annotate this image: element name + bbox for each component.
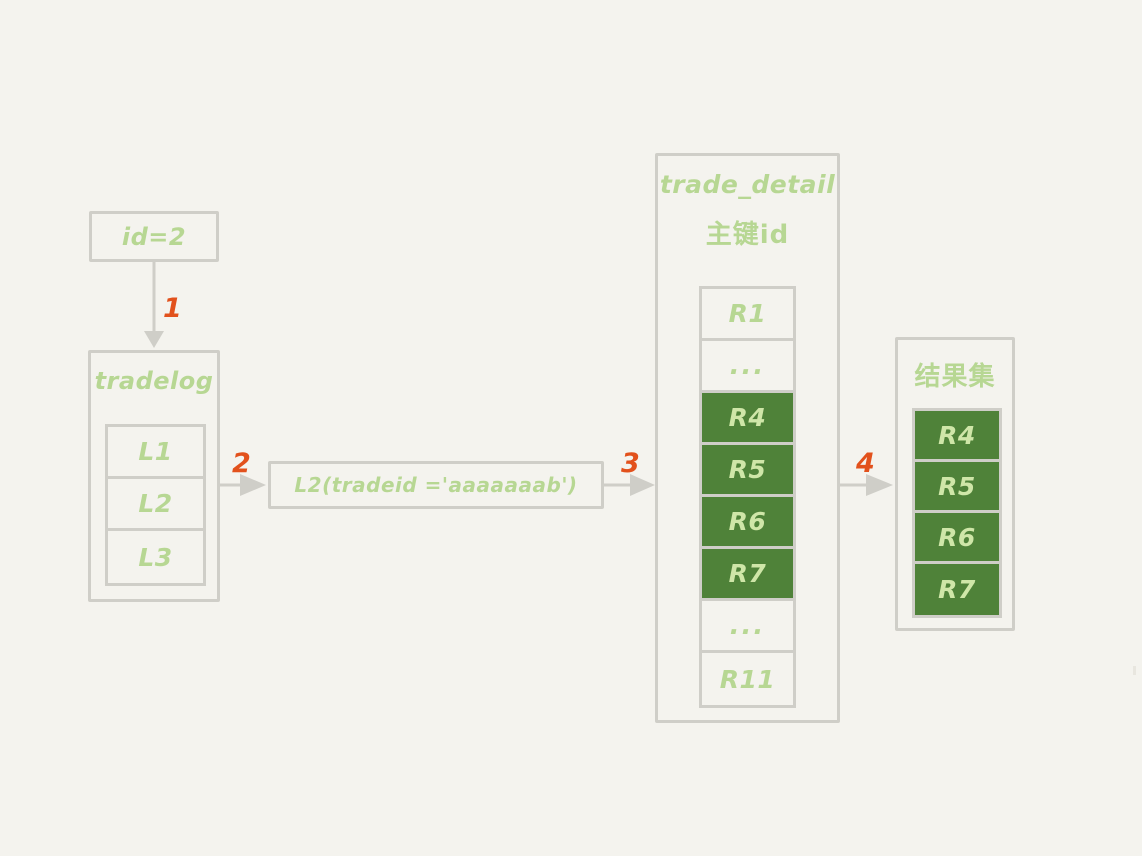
- node-id-filter-label: id=2: [121, 222, 187, 251]
- result-set-row[interactable]: R4: [915, 411, 999, 462]
- trade-detail-row[interactable]: R11: [702, 653, 793, 705]
- tradelog-row[interactable]: L3: [108, 531, 203, 583]
- result-set-row[interactable]: R5: [915, 462, 999, 513]
- stray-mark: [1133, 666, 1136, 675]
- connector-1: [144, 262, 164, 348]
- trade-detail-row-list: R1 ... R4 R5 R6 R7 ... R11: [699, 286, 796, 708]
- trade-detail-row[interactable]: R7: [702, 549, 793, 601]
- node-result-set[interactable]: 结果集 R4 R5 R6 R7: [895, 337, 1015, 631]
- trade-detail-row-label: R11: [719, 664, 776, 694]
- trade-detail-row-label: R4: [728, 403, 767, 432]
- step-marker-3: 3: [621, 448, 640, 479]
- node-tradelog-title: tradelog: [94, 367, 214, 395]
- result-set-row-label: R7: [938, 575, 976, 604]
- tradelog-row-label: L2: [138, 489, 173, 518]
- trade-detail-row-label: R1: [728, 299, 767, 328]
- trade-detail-row[interactable]: R1: [702, 289, 793, 341]
- trade-detail-row-label: R7: [728, 559, 767, 588]
- tradelog-row-label: L1: [138, 437, 173, 466]
- result-set-row[interactable]: R6: [915, 513, 999, 564]
- step-marker-2: 2: [232, 448, 251, 479]
- result-set-row-label: R5: [938, 471, 976, 501]
- tradelog-row-list: L1 L2 L3: [105, 424, 206, 586]
- node-tradelog[interactable]: tradelog L1 L2 L3: [88, 350, 220, 602]
- connector-3: [604, 474, 655, 496]
- trade-detail-row[interactable]: R6: [702, 497, 793, 549]
- node-trade-detail-subtitle: 主键id: [705, 220, 790, 250]
- trade-detail-row[interactable]: R4: [702, 393, 793, 445]
- node-id-filter[interactable]: id=2: [89, 211, 219, 262]
- node-trade-detail-title: trade_detail: [659, 170, 836, 199]
- trade-detail-row-label: ...: [729, 350, 766, 381]
- node-condition[interactable]: L2(tradeid ='aaaaaaab'): [268, 461, 604, 509]
- tradelog-row[interactable]: L2: [108, 479, 203, 531]
- step-marker-4: 4: [856, 448, 875, 479]
- result-set-row-list: R4 R5 R6 R7: [912, 408, 1002, 618]
- connector-4: [840, 474, 893, 496]
- trade-detail-row[interactable]: ...: [702, 601, 793, 653]
- node-trade-detail[interactable]: trade_detail 主键id R1 ... R4 R5 R6 R7 ...…: [655, 153, 840, 723]
- trade-detail-row-label: R6: [728, 507, 767, 536]
- connector-2: [220, 474, 266, 496]
- trade-detail-row[interactable]: ...: [702, 341, 793, 393]
- result-set-row-label: R6: [938, 522, 976, 552]
- trade-detail-row-label: ...: [729, 610, 766, 641]
- trade-detail-row[interactable]: R5: [702, 445, 793, 497]
- node-result-set-title: 结果集: [914, 362, 996, 392]
- trade-detail-row-label: R5: [728, 455, 767, 484]
- tradelog-row-label: L3: [138, 542, 173, 572]
- result-set-row-label: R4: [938, 420, 976, 450]
- node-condition-label: L2(tradeid ='aaaaaaab'): [294, 473, 578, 497]
- result-set-row[interactable]: R7: [915, 564, 999, 615]
- tradelog-row[interactable]: L1: [108, 427, 203, 479]
- step-marker-1: 1: [163, 293, 182, 324]
